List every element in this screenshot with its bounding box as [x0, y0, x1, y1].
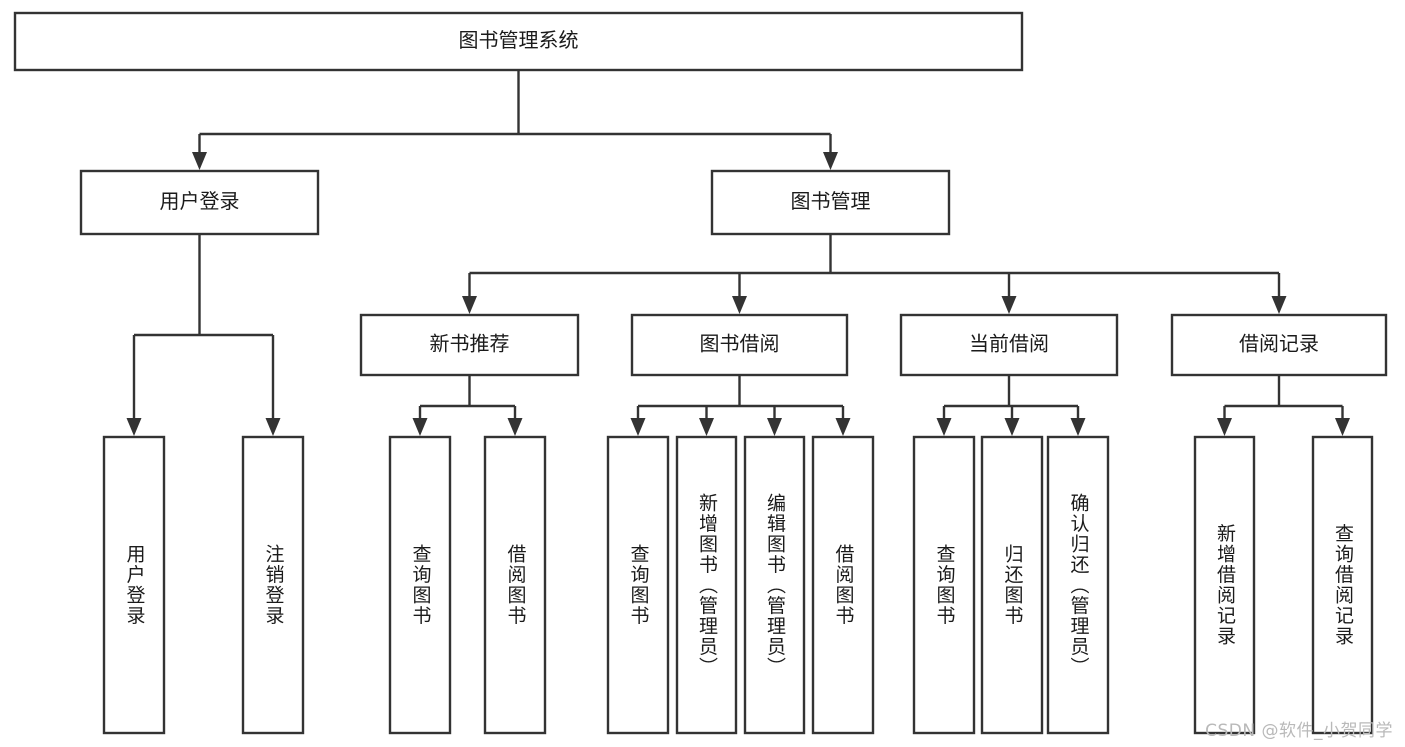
node-new-book-recommend-box: [359, 313, 580, 377]
node-leaf-add-book[interactable]: 新增图书（管理员）: [675, 435, 738, 735]
node-leaf-query-record-box: [1311, 435, 1374, 735]
node-leaf-logout-login-label: 注销登录: [263, 544, 285, 626]
csdn-watermark: CSDN @软件_小贺同学: [1205, 721, 1393, 741]
node-borrow-record[interactable]: 借阅记录: [1170, 313, 1388, 377]
arrow-head-icon: [507, 418, 523, 436]
node-book-manage-label: 图书管理: [791, 189, 871, 213]
node-leaf-query-book-1-box: [388, 435, 452, 735]
node-leaf-add-record[interactable]: 新增借阅记录: [1193, 435, 1256, 735]
arrow-head-icon: [732, 296, 747, 314]
arrow-head-icon: [126, 418, 142, 436]
arrow-head-icon: [767, 418, 782, 436]
node-user-login-label: 用户登录: [160, 189, 240, 213]
node-borrow-record-label: 借阅记录: [1239, 332, 1319, 356]
node-leaf-edit-book-label: 编辑图书（管理员）: [764, 492, 786, 677]
node-layer: 图书管理系统用户登录图书管理新书推荐图书借阅当前借阅借阅记录用户登录注销登录查询…: [13, 11, 1388, 735]
node-leaf-return-book-label: 归还图书: [1002, 544, 1024, 626]
arrow-head-icon: [699, 418, 714, 436]
node-current-borrow-label: 当前借阅: [969, 332, 1049, 356]
node-leaf-logout-login-box: [241, 435, 305, 735]
node-book-borrow-box: [630, 313, 849, 377]
node-leaf-borrow-book-1-box: [483, 435, 547, 735]
arrow-head-icon: [412, 418, 428, 436]
node-current-borrow[interactable]: 当前借阅: [899, 313, 1119, 377]
node-book-manage[interactable]: 图书管理: [710, 169, 951, 236]
node-leaf-query-book-2-box: [606, 435, 670, 735]
arrow-head-icon: [1001, 296, 1017, 314]
arrow-head-icon: [1271, 296, 1287, 314]
node-leaf-borrow-book-1[interactable]: 借阅图书: [483, 435, 547, 735]
node-leaf-add-book-label: 新增图书（管理员）: [696, 492, 718, 677]
node-leaf-logout-login[interactable]: 注销登录: [241, 435, 305, 735]
arrow-head-icon: [192, 152, 207, 170]
node-root[interactable]: 图书管理系统: [13, 11, 1024, 72]
node-borrow-record-box: [1170, 313, 1388, 377]
node-leaf-query-record-label: 查询借阅记录: [1332, 523, 1354, 646]
node-book-borrow[interactable]: 图书借阅: [630, 313, 849, 377]
node-leaf-edit-book-box: [743, 435, 806, 735]
node-leaf-edit-book[interactable]: 编辑图书（管理员）: [743, 435, 806, 735]
node-leaf-confirm-return-label: 确认归还（管理员）: [1068, 492, 1090, 677]
node-new-book-recommend-label: 新书推荐: [430, 332, 510, 356]
arrow-head-icon: [1217, 418, 1232, 436]
node-leaf-add-record-label: 新增借阅记录: [1214, 523, 1236, 646]
node-leaf-confirm-return[interactable]: 确认归还（管理员）: [1046, 435, 1110, 735]
node-leaf-borrow-book-2[interactable]: 借阅图书: [811, 435, 875, 735]
node-leaf-query-book-3-label: 查询图书: [934, 544, 956, 626]
node-leaf-borrow-book-2-label: 借阅图书: [833, 544, 855, 626]
node-leaf-add-book-box: [675, 435, 738, 735]
arrow-head-icon: [1070, 418, 1086, 436]
node-leaf-user-login-box: [102, 435, 166, 735]
node-book-borrow-label: 图书借阅: [700, 332, 780, 356]
arrow-head-icon: [936, 418, 952, 436]
node-leaf-query-record[interactable]: 查询借阅记录: [1311, 435, 1374, 735]
node-leaf-query-book-2[interactable]: 查询图书: [606, 435, 670, 735]
node-leaf-query-book-3-box: [912, 435, 976, 735]
node-leaf-user-login[interactable]: 用户登录: [102, 435, 166, 735]
node-book-manage-box: [710, 169, 951, 236]
node-current-borrow-box: [899, 313, 1119, 377]
node-leaf-borrow-book-1-label: 借阅图书: [505, 544, 527, 626]
node-root-label: 图书管理系统: [459, 28, 579, 52]
arrow-head-icon: [462, 296, 477, 314]
connector-layer: [126, 70, 1350, 436]
node-leaf-query-book-1-label: 查询图书: [410, 544, 432, 626]
arrow-head-icon: [265, 418, 281, 436]
arrow-head-icon: [823, 152, 838, 170]
node-user-login[interactable]: 用户登录: [79, 169, 320, 236]
arrow-head-icon: [835, 418, 851, 436]
node-leaf-confirm-return-box: [1046, 435, 1110, 735]
arrow-head-icon: [630, 418, 646, 436]
node-leaf-user-login-label: 用户登录: [124, 544, 146, 626]
node-leaf-query-book-3[interactable]: 查询图书: [912, 435, 976, 735]
node-leaf-query-book-1[interactable]: 查询图书: [388, 435, 452, 735]
arrow-head-icon: [1004, 418, 1020, 436]
node-leaf-query-book-2-label: 查询图书: [628, 544, 650, 626]
node-leaf-borrow-book-2-box: [811, 435, 875, 735]
node-user-login-box: [79, 169, 320, 236]
node-leaf-add-record-box: [1193, 435, 1256, 735]
node-leaf-return-book-box: [980, 435, 1044, 735]
node-new-book-recommend[interactable]: 新书推荐: [359, 313, 580, 377]
arrow-head-icon: [1335, 418, 1350, 436]
node-root-box: [13, 11, 1024, 72]
node-leaf-return-book[interactable]: 归还图书: [980, 435, 1044, 735]
